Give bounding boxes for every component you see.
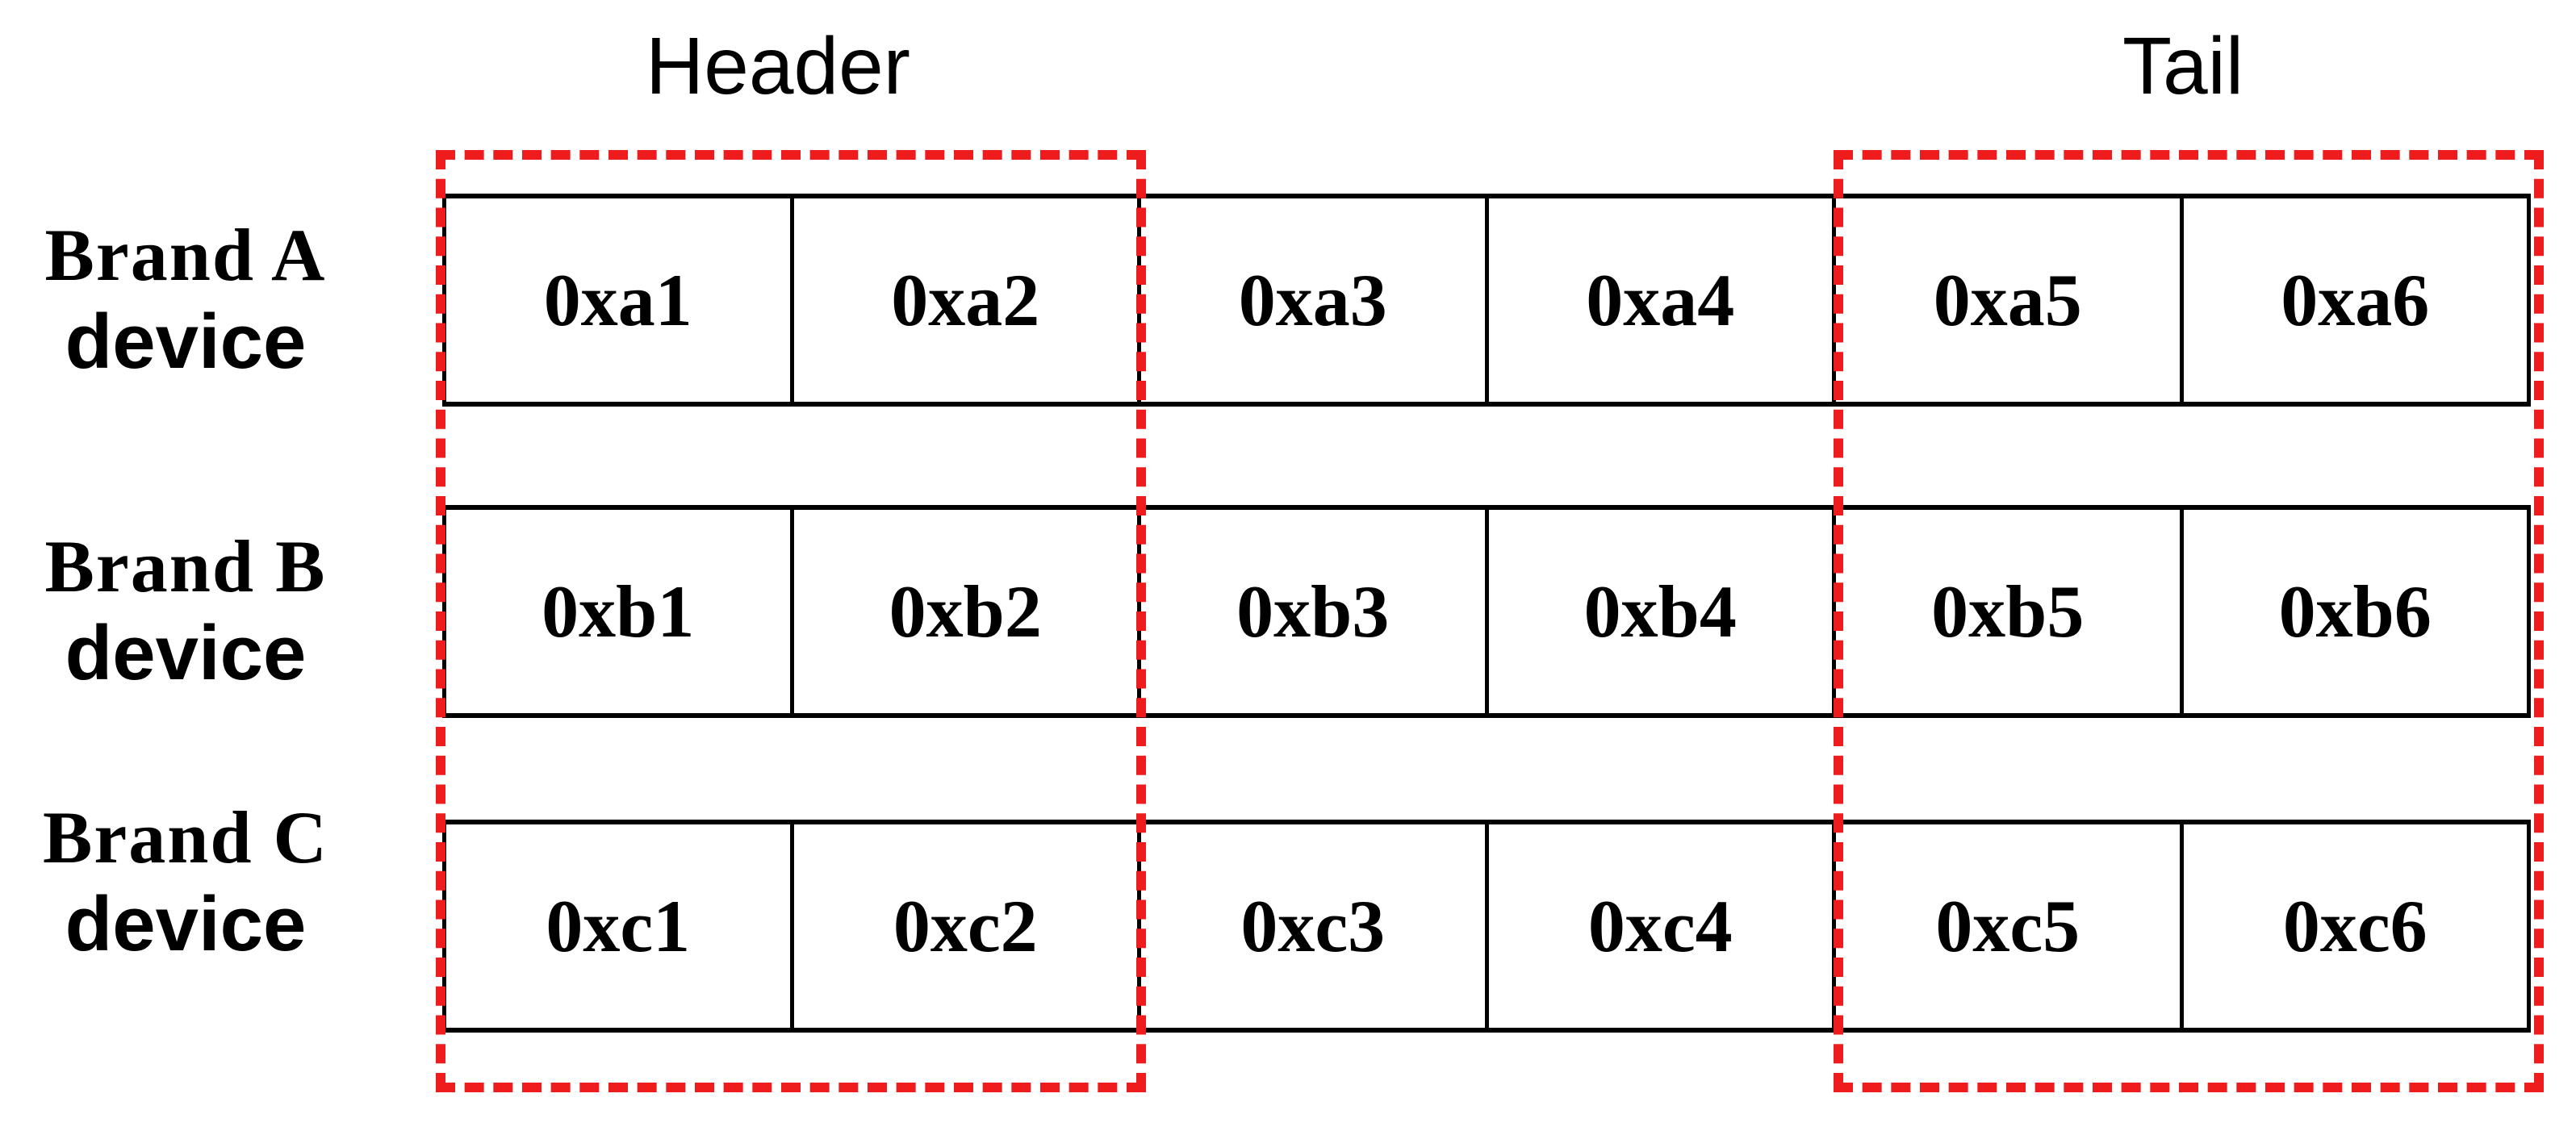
byte-cell: 0xc3 — [1137, 824, 1485, 1028]
byte-cell: 0xa3 — [1137, 198, 1485, 402]
byte-cell: 0xb4 — [1484, 510, 1833, 713]
header-group-label: Header — [646, 21, 910, 111]
byte-cell: 0xb5 — [1832, 510, 2180, 713]
byte-cell: 0xa5 — [1832, 198, 2180, 402]
byte-cell: 0xc5 — [1832, 824, 2180, 1028]
byte-cell: 0xa6 — [2179, 198, 2531, 402]
brand-name: Brand A — [44, 214, 327, 296]
byte-cell: 0xb1 — [442, 510, 790, 713]
device-kind: device — [65, 881, 307, 967]
byte-cell: 0xc6 — [2179, 824, 2531, 1028]
byte-cell: 0xc2 — [789, 824, 1138, 1028]
byte-row-brand-c: 0xc1 0xc2 0xc3 0xc4 0xc5 0xc6 — [442, 820, 2531, 1033]
byte-row-brand-b: 0xb1 0xb2 0xb3 0xb4 0xb5 0xb6 — [442, 505, 2531, 718]
byte-cell: 0xa1 — [442, 198, 790, 402]
brand-name: Brand B — [44, 525, 327, 607]
byte-cell: 0xa4 — [1484, 198, 1833, 402]
brand-name: Brand C — [43, 796, 328, 879]
byte-cell: 0xc1 — [442, 824, 790, 1028]
byte-cell: 0xb2 — [789, 510, 1138, 713]
byte-row-brand-a: 0xa1 0xa2 0xa3 0xa4 0xa5 0xa6 — [442, 194, 2531, 407]
row-label-brand-c: Brand C device — [0, 800, 371, 963]
device-kind: device — [65, 610, 307, 696]
byte-cell: 0xa2 — [789, 198, 1138, 402]
tail-group-label: Tail — [2122, 21, 2244, 111]
byte-cell: 0xb3 — [1137, 510, 1485, 713]
row-label-brand-b: Brand B device — [0, 529, 371, 692]
byte-cell: 0xb6 — [2179, 510, 2531, 713]
row-label-brand-a: Brand A device — [0, 218, 371, 381]
device-kind: device — [65, 298, 307, 385]
byte-cell: 0xc4 — [1484, 824, 1833, 1028]
